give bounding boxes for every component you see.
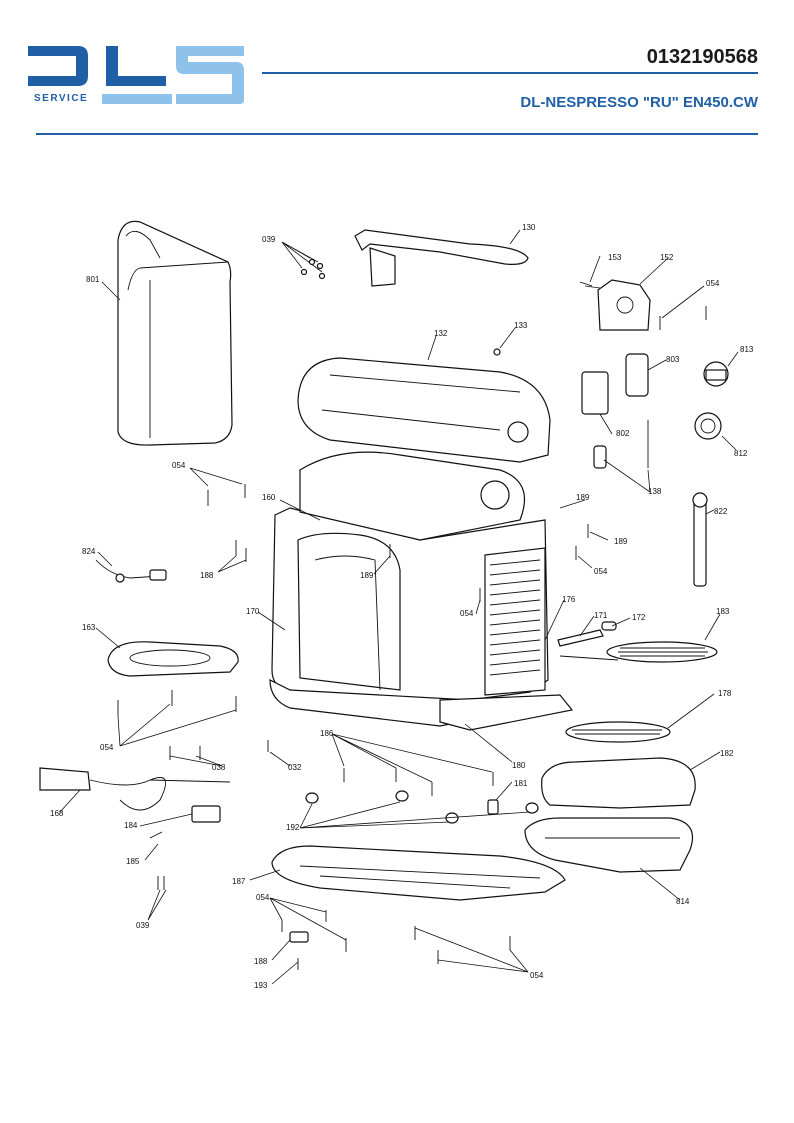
callout-labels: 801 039 130 153 152 054 132 133 803 813 …	[50, 223, 754, 990]
callout-189: 189	[614, 537, 628, 546]
header-rule-bottom	[36, 133, 758, 135]
dls-logo	[28, 46, 244, 104]
callout-054: 054	[172, 461, 186, 470]
part-168-power-cord	[39, 767, 231, 813]
callout-032: 032	[288, 763, 302, 772]
callout-160: 160	[262, 493, 276, 502]
part-132-top-cover	[297, 357, 551, 463]
callout-824: 824	[82, 547, 96, 556]
part-814-tray-frame	[524, 817, 694, 873]
callout-182: 182	[720, 749, 734, 758]
callout-054: 054	[100, 743, 114, 752]
part-172-nozzle	[601, 621, 617, 631]
callout-188: 188	[200, 571, 214, 580]
part-181-pin	[487, 799, 499, 815]
callout-171: 171	[594, 611, 608, 620]
callout-172: 172	[632, 613, 646, 622]
part-171-pin	[557, 629, 604, 647]
callout-039: 039	[136, 921, 150, 930]
leader-lines	[95, 229, 739, 985]
callout-803: 803	[666, 355, 680, 364]
part-183-grid	[606, 641, 718, 663]
part-130-lever	[354, 229, 529, 287]
callout-822: 822	[714, 507, 728, 516]
part-813-valve	[703, 361, 729, 387]
model-name: DL-NESPRESSO "RU" EN450.CW	[520, 94, 758, 111]
part-054-screws	[117, 281, 707, 964]
callout-130: 130	[522, 223, 536, 232]
callout-168: 168	[50, 809, 64, 818]
callout-189: 189	[576, 493, 590, 502]
callout-054: 054	[530, 971, 544, 980]
callout-039: 039	[262, 235, 276, 244]
callout-176: 176	[562, 595, 576, 604]
callout-054: 054	[706, 279, 720, 288]
part-180-drip-base	[439, 694, 574, 731]
callout-163: 163	[82, 623, 96, 632]
callout-181: 181	[514, 779, 528, 788]
part-824-connector	[95, 559, 167, 583]
part-182-drip-tray	[541, 757, 696, 809]
callout-170: 170	[246, 607, 260, 616]
callout-801: 801	[86, 275, 100, 284]
callout-812: 812	[734, 449, 748, 458]
callout-813: 813	[740, 345, 754, 354]
callout-189: 189	[360, 571, 374, 580]
part-185-connector	[149, 831, 163, 839]
part-187-base-plate	[271, 845, 566, 901]
part-feet	[299, 790, 539, 829]
callout-054: 054	[256, 893, 270, 902]
callout-138: 138	[648, 487, 662, 496]
part-170-main-chassis	[269, 451, 549, 727]
header-rule-top	[262, 72, 758, 74]
callout-153: 153	[608, 253, 622, 262]
callout-054: 054	[460, 609, 474, 618]
callout-193: 193	[254, 981, 268, 990]
part-188-clip	[289, 931, 309, 943]
callout-133: 133	[514, 321, 528, 330]
callout-192: 192	[286, 823, 300, 832]
part-178-grille	[565, 721, 671, 743]
part-163-ring	[107, 641, 239, 677]
brand-service-label: SERVICE	[34, 93, 89, 104]
part-184-switch-block	[191, 805, 221, 823]
callout-054: 054	[594, 567, 608, 576]
callout-184: 184	[124, 821, 138, 830]
callout-180: 180	[512, 761, 526, 770]
part-803-assembly	[625, 353, 649, 397]
callout-188: 188	[254, 957, 268, 966]
callout-187: 187	[232, 877, 246, 886]
part-802-switch	[581, 371, 609, 415]
callout-185: 185	[126, 857, 140, 866]
callout-132: 132	[434, 329, 448, 338]
part-812-knob	[694, 412, 722, 440]
part-822-tube	[692, 492, 708, 587]
part-801-water-tank	[117, 220, 233, 446]
part-138-spring-cap	[593, 420, 651, 493]
callout-186: 186	[320, 729, 334, 738]
callout-183: 183	[716, 607, 730, 616]
callout-802: 802	[616, 429, 630, 438]
part-number: 0132190568	[646, 46, 758, 68]
part-152-bracket	[597, 279, 651, 331]
part-039-screws-top	[281, 241, 326, 280]
part-039-screws-bottom	[157, 876, 165, 890]
callout-178: 178	[718, 689, 732, 698]
page-header: SERVICE 0132190568 DL-NESPRESSO "RU" EN4…	[0, 0, 794, 140]
callout-152: 152	[660, 253, 674, 262]
callout-038: 038	[212, 763, 226, 772]
callout-814: 814	[676, 897, 690, 906]
